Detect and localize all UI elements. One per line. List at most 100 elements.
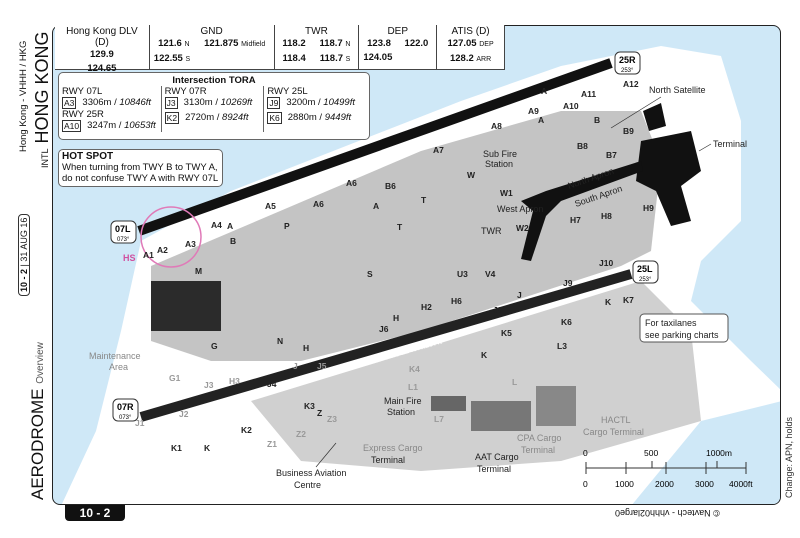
freq-qual: DEP xyxy=(479,41,494,48)
tora-m: 2880m / xyxy=(287,112,323,123)
taxiway-label: J1 xyxy=(135,418,145,428)
tora-m: 3130m / xyxy=(183,97,218,108)
tower-label: TWR xyxy=(481,226,502,236)
taxiway-label: H6 xyxy=(451,296,462,306)
freq-header: GND xyxy=(200,26,223,37)
cpa-cargo-label: CPA Cargo xyxy=(517,433,561,443)
pointer-arrow xyxy=(610,96,662,129)
tora-m: 2720m / xyxy=(185,112,220,123)
taxiway-label: Z3 xyxy=(327,414,337,424)
hotspot-marker: HS xyxy=(123,253,136,263)
taxiway-label: T xyxy=(421,195,427,205)
taxiway-label: P xyxy=(284,221,290,231)
rwy-label: 25R xyxy=(619,55,636,65)
hactl-label-2: Cargo Terminal xyxy=(583,427,644,437)
taxiway-label: A5 xyxy=(265,201,276,211)
freq-value: 118.7 xyxy=(319,53,343,64)
chart-date: 31 AUG 16 xyxy=(19,217,29,262)
runway-07l-25r xyxy=(137,58,613,236)
taxiway-label: L1 xyxy=(408,382,418,392)
intl-label: INTL xyxy=(40,148,50,168)
taxiway-label: G1 xyxy=(169,373,181,383)
taxiway-label: J10 xyxy=(599,258,613,268)
taxiway-label: B xyxy=(594,115,600,125)
taxiway-label: A2 xyxy=(157,245,168,255)
building xyxy=(536,386,576,426)
taxiway-label: J8 xyxy=(493,305,503,315)
taxiway-label: K2 xyxy=(241,425,252,435)
place-labels: North Satellite Terminal North Apron Sou… xyxy=(89,85,747,490)
chart-number: 10 - 2 xyxy=(19,268,29,292)
freq-value: 118.7 xyxy=(319,38,343,49)
express-cargo-label: Express Cargo xyxy=(363,443,423,453)
freq-value: 124.05 xyxy=(363,52,393,63)
freq-value: 127.05 xyxy=(447,38,477,49)
hotspot-circle xyxy=(140,206,202,268)
taxiway-label: J6 xyxy=(379,324,389,334)
midfield-apron-y xyxy=(521,161,643,261)
taxilanes-note-line1: For taxilanes xyxy=(645,318,697,328)
taxiway-label: Z xyxy=(317,408,322,418)
rwy-label: 07R xyxy=(117,402,134,412)
rwy-heading: 073° xyxy=(117,237,130,243)
tora-rwy: RWY 07L xyxy=(62,86,103,97)
taxiway-label: A7 xyxy=(433,145,444,155)
freq-value: 123.8 xyxy=(367,38,391,49)
taxiway-label: L3 xyxy=(557,341,567,351)
rwy-label: 07L xyxy=(115,224,131,234)
location-label: Hong Kong - VHHH / HKG xyxy=(18,40,29,152)
taxiway-tag: K6 xyxy=(267,112,282,124)
taxiway-label: K xyxy=(481,350,488,360)
hactl-label: HACTL xyxy=(601,415,631,425)
freq-header: TWR xyxy=(305,26,328,37)
taxiway-label: J9 xyxy=(563,278,573,288)
scale-ft-label: 4000ft xyxy=(729,479,753,489)
tora-ft: 10269ft xyxy=(220,97,253,108)
tora-ft: 10499ft xyxy=(323,97,355,108)
freq-qual: N xyxy=(345,41,351,48)
freq-value: 124.65 xyxy=(87,63,117,74)
taxiway-label: A12 xyxy=(623,79,639,89)
airport-title: HONG KONG xyxy=(32,31,52,144)
chart-title: AERODROME Overview xyxy=(28,342,48,500)
freq-value: 128.2 xyxy=(449,53,474,64)
taxiway-label: J5 xyxy=(317,361,327,371)
tora-rwy: RWY 25L xyxy=(267,86,308,97)
freq-value: 129.9 xyxy=(90,49,114,60)
taxiway-label: A4 xyxy=(211,220,222,230)
freq-qual: S xyxy=(345,56,351,63)
taxiway-label: A10 xyxy=(563,101,579,111)
change-note: Change: APN, holds xyxy=(784,416,794,498)
freq-value: 122.55 xyxy=(153,53,183,64)
footer-chart-number: 10 - 2 xyxy=(65,505,125,521)
sub-fire-station-label: Sub Fire xyxy=(483,149,517,159)
aat-cargo-label: AAT Cargo xyxy=(475,452,519,462)
freq-value: 121.875 xyxy=(204,38,239,49)
freq-qual: ARR xyxy=(476,56,492,63)
taxilanes-note-line2: see parking charts xyxy=(645,330,719,340)
scale-ft-label: 1000 xyxy=(615,479,634,489)
taxiway-label: G xyxy=(211,341,218,351)
airport-map: 3800x60m / 12467x197ft 3800x60m / 12467x… xyxy=(61,46,780,504)
taxiway-label: K xyxy=(204,443,211,453)
rwy-heading: 253° xyxy=(639,277,652,283)
taxiway-label: H9 xyxy=(643,203,654,213)
taxiway-label: Z2 xyxy=(296,429,306,439)
freq-qual: Midfield xyxy=(241,41,266,48)
tora-rwy: RWY 07R xyxy=(164,86,207,97)
taxiway-label: H2 xyxy=(421,302,432,312)
chart-id: 10 - 2 | 31 AUG 16 xyxy=(18,213,30,296)
freq-qual: N xyxy=(184,41,190,48)
scale-m-label: 1000m xyxy=(706,448,732,458)
taxiway-label: L7 xyxy=(434,414,444,424)
tora-ft: 10846ft xyxy=(119,97,152,108)
building xyxy=(151,281,221,331)
taxiway-tag: J9 xyxy=(267,97,281,109)
taxiway-label: J xyxy=(517,290,522,300)
pointer-arrow xyxy=(698,143,712,152)
taxiway-label: W2 xyxy=(516,223,529,233)
taxiway-label: M xyxy=(195,266,202,276)
